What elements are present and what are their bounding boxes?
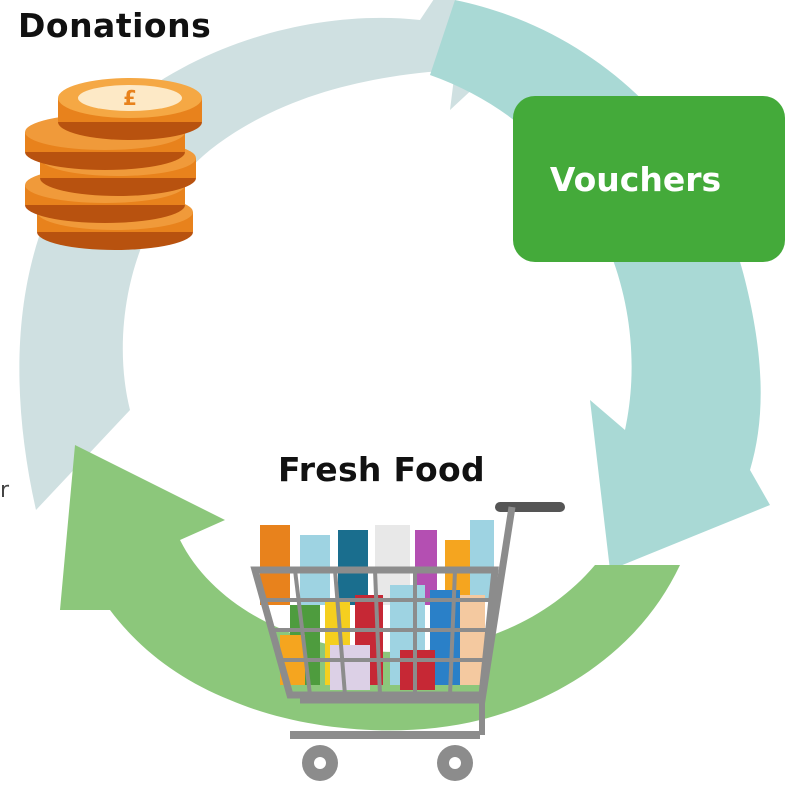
svg-text:£: £ [123, 86, 137, 110]
coin-stack-icon: £ [25, 78, 202, 250]
shopping-cart-icon [250, 502, 565, 781]
donations-label: Donations [18, 6, 212, 45]
vouchers-node: Vouchers [513, 96, 785, 262]
coin: £ [58, 78, 202, 140]
fresh-food-label: Fresh Food [278, 450, 485, 489]
vouchers-label: Vouchers [549, 160, 722, 199]
stray-glyph: r [0, 478, 10, 503]
arrow-fresh-food-to-donations [60, 445, 680, 731]
arrow-vouchers-to-fresh-food [430, 0, 770, 570]
